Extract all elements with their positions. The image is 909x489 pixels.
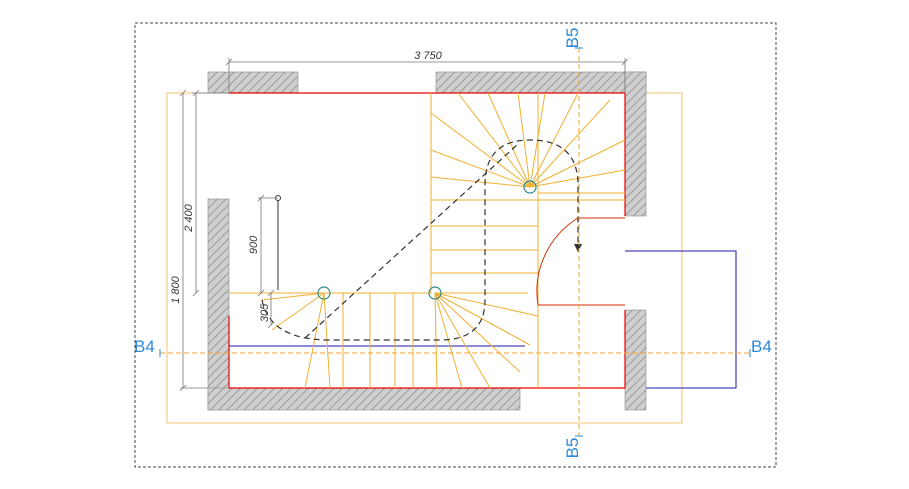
dim-rise: 900: [248, 235, 260, 254]
opening-outline: [228, 92, 626, 389]
door-swing-arc: [536, 217, 579, 306]
dim-height-lower: 1 800: [170, 275, 182, 303]
section-label-b4-right: B4: [751, 337, 772, 356]
dimension-lines: [179, 58, 629, 392]
section-label-b5-bottom: B5: [563, 438, 582, 459]
wall-top-right: [435, 71, 647, 94]
section-label-b5-top: B5: [563, 28, 582, 49]
wall-right-upper: [624, 71, 647, 217]
node-marker: [523, 180, 537, 194]
wall-right-lower: [624, 309, 647, 411]
viewport-frame: [134, 22, 777, 468]
walking-line-arrow: [574, 244, 582, 252]
section-label-b4-left: B4: [134, 337, 155, 356]
wall-top-left: [207, 71, 299, 94]
stair-outer-outline: [166, 92, 683, 424]
node-marker: [317, 286, 331, 300]
dim-tread: 305: [259, 303, 271, 322]
wall-left: [207, 198, 230, 411]
stair-structure: [229, 92, 626, 389]
walls: [207, 71, 647, 411]
node-marker: [428, 286, 442, 300]
landing-outline: [625, 250, 737, 389]
walking-line: [261, 139, 579, 341]
wall-bottom: [207, 387, 521, 411]
dim-height-upper: 2 400: [183, 203, 195, 232]
dim-total-width: 3 750: [414, 50, 442, 62]
